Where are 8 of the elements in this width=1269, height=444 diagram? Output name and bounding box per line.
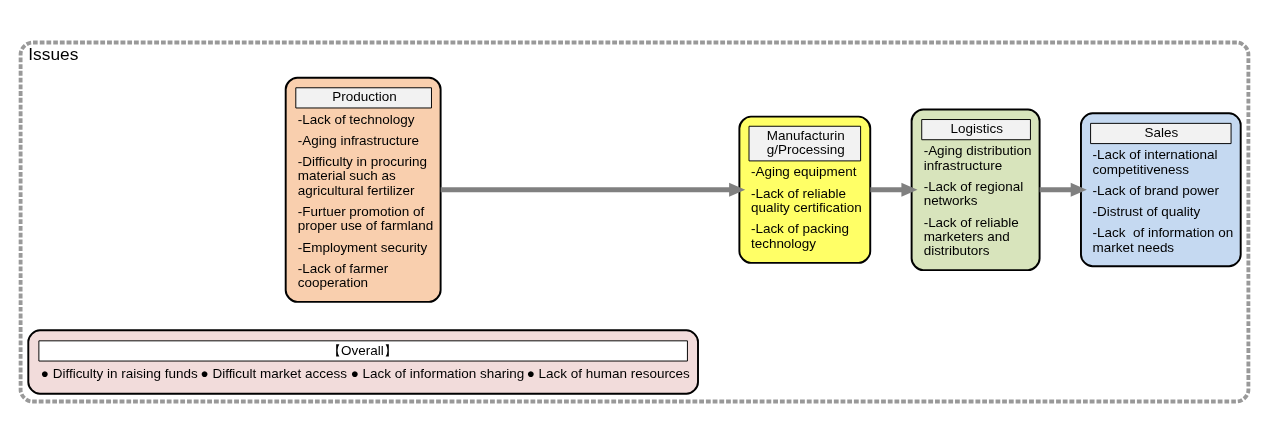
node-box: Manufacturin g/Processing -Aging equipment -Lack of reliable quality certification -Lack of packing technology <box>738 115 872 264</box>
arrow <box>1039 182 1087 197</box>
arrow <box>870 182 918 197</box>
arrow <box>440 182 746 197</box>
node-box: 【Overall】 ● Difficulty in raising funds ● Difficult market access ● Lack of information sharing ● Lack of human resources <box>27 329 699 395</box>
node-box: Production -Lack of technology -Aging infrastructure -Difficulty in procuring material such as agricultural fertilizer -Furtuer promotion of proper use of farmland -Employment security -Lack of farmer cooperation <box>284 76 442 303</box>
node-box: Sales -Lack of international competitiveness -Lack of brand power -Distrust of quality -Lack of information on market needs <box>1080 112 1242 268</box>
node-box: Logistics -Aging distribution infrastructure -Lack of regional networks -Lack of reliable marketers and distributors <box>910 108 1041 272</box>
